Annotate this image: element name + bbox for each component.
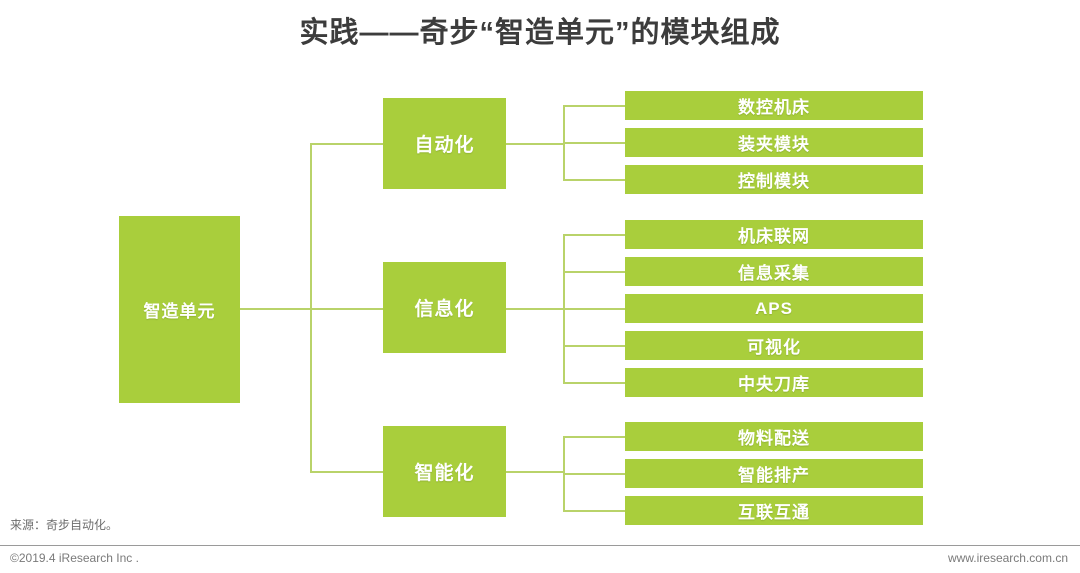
connector-branch-1-leaf-1	[563, 271, 627, 273]
connector-branch-2-leaf-0	[563, 436, 627, 438]
connector-branch-2-leaf-2	[563, 510, 627, 512]
connector-branch-1-leaf-3	[563, 345, 627, 347]
connector-branch-0-leaf-0	[563, 105, 627, 107]
connector-branch-1-leaf-4	[563, 382, 627, 384]
page-title: 实践——奇步“智造单元”的模块组成	[299, 17, 781, 49]
tree-leaf-item[interactable]: APS	[625, 294, 923, 323]
website-url: www.iresearch.com.cn	[947, 551, 1068, 565]
connector-root-stub	[240, 308, 312, 310]
connector-branch-2-leaf-1	[563, 473, 627, 475]
connector-branch-0-leaf-1	[563, 142, 627, 144]
connector-branch-1-leaf-2	[563, 308, 627, 310]
connector-branch-1-leaf-0	[563, 234, 627, 236]
tree-node-branch-automation[interactable]: 自动化	[383, 98, 506, 189]
source-note: 来源：奇步自动化。	[10, 518, 119, 532]
tree-node-branch-intelligence[interactable]: 智能化	[383, 426, 506, 517]
connector-root-to-branch-1	[310, 308, 385, 310]
connector-branch-2-stub	[506, 471, 565, 473]
connector-branch-0-leaf-2	[563, 179, 627, 181]
copyright-text: ©2019.4 iResearch Inc .	[10, 551, 139, 565]
connector-root-to-branch-2	[310, 471, 385, 473]
footer-divider	[0, 545, 1080, 546]
tree-leaf-item[interactable]: 可视化	[625, 331, 923, 360]
tree-leaf-item[interactable]: 装夹模块	[625, 128, 923, 157]
tree-leaf-item[interactable]: 控制模块	[625, 165, 923, 194]
connector-branch-0-stub	[506, 143, 565, 145]
connector-branch-1-stub	[506, 308, 565, 310]
tree-leaf-item[interactable]: 数控机床	[625, 91, 923, 120]
tree-node-root[interactable]: 智造单元	[119, 216, 240, 403]
tree-leaf-item[interactable]: 互联互通	[625, 496, 923, 525]
tree-leaf-item[interactable]: 智能排产	[625, 459, 923, 488]
tree-leaf-item[interactable]: 中央刀库	[625, 368, 923, 397]
tree-leaf-item[interactable]: 机床联网	[625, 220, 923, 249]
connector-root-to-branch-0	[310, 143, 385, 145]
tree-node-branch-informatization[interactable]: 信息化	[383, 262, 506, 353]
tree-leaf-item[interactable]: 信息采集	[625, 257, 923, 286]
tree-leaf-item[interactable]: 物料配送	[625, 422, 923, 451]
